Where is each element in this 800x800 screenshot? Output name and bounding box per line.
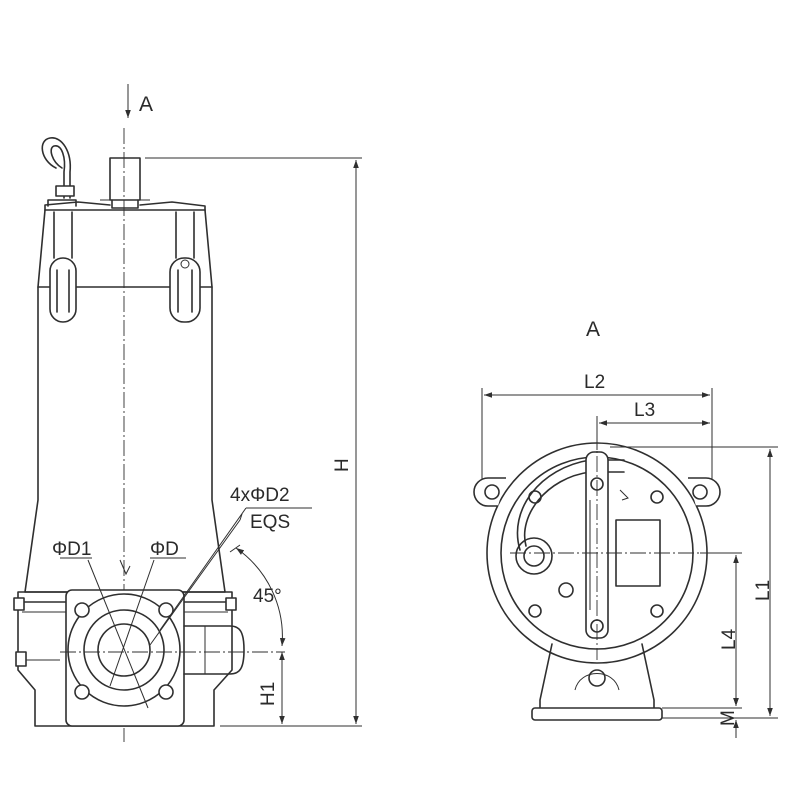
cable-entry-top (515, 459, 625, 575)
label-l1: L1 (753, 580, 774, 601)
discharge-pipe (183, 625, 245, 675)
label-eqs: EQS (250, 512, 290, 533)
view-arrow-label: A (139, 93, 153, 116)
dimension-h (145, 157, 362, 727)
top-view-a (473, 388, 778, 738)
label-h1: H1 (258, 682, 279, 706)
dimension-l4 (700, 552, 742, 706)
label-m: M (718, 710, 739, 726)
dimension-l3 (596, 416, 710, 450)
label-phi-d1: ΦD1 (52, 539, 91, 560)
dimension-m (662, 690, 742, 738)
label-l2: L2 (584, 372, 605, 393)
mounting-lugs (473, 477, 721, 507)
view-title-a: A (586, 318, 600, 341)
discharge-flange (65, 589, 185, 727)
rotation-arrow (119, 559, 131, 576)
label-4x-phi-d2: 4xΦD2 (230, 485, 290, 506)
label-l4: L4 (719, 628, 740, 650)
lifting-eye (41, 137, 75, 199)
label-phi-d: ΦD (150, 539, 179, 560)
cable-entry (109, 157, 141, 201)
label-angle-45: 45° (253, 586, 282, 607)
label-l3: L3 (634, 400, 655, 421)
front-view (13, 84, 362, 742)
diameter-leaders (60, 507, 312, 709)
dimension-l1 (610, 446, 778, 719)
drain-screw (558, 582, 574, 598)
dimension-l2 (481, 388, 713, 480)
label-h: H (332, 458, 353, 472)
motor-cover (44, 201, 206, 211)
rotation-mark (619, 489, 629, 501)
casing-bolt-left (13, 597, 25, 611)
handle-loops (49, 211, 201, 323)
angle-arc (235, 547, 286, 647)
